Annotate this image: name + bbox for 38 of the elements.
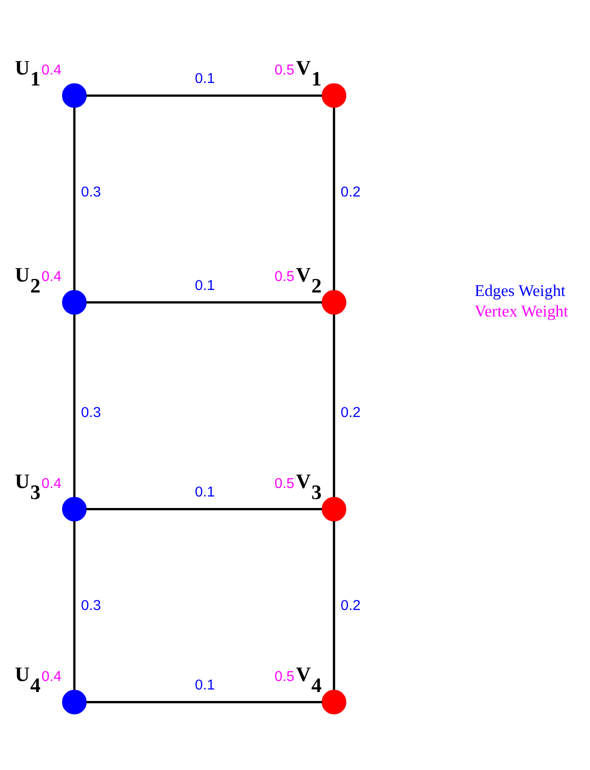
node-label: 0.5 <box>274 668 294 684</box>
connector <box>86 94 322 96</box>
edge-label: 0.3 <box>81 597 101 614</box>
connector <box>73 520 76 690</box>
edge-label: 0.2 <box>340 404 361 421</box>
connector <box>86 300 322 303</box>
node-circle <box>322 496 346 521</box>
edge-label: 0.2 <box>340 184 361 200</box>
edge-label: 0.3 <box>81 404 101 421</box>
node-circle <box>322 82 346 108</box>
node-label: 0.5 <box>274 475 294 492</box>
edge-label: 0.1 <box>194 676 215 693</box>
edge-label: 0.1 <box>194 277 215 294</box>
node-label: 0.5 <box>274 268 294 285</box>
connector <box>332 520 336 690</box>
node-circle <box>62 689 87 714</box>
node-label: 0.4 <box>42 475 62 492</box>
node-circle <box>62 82 87 108</box>
node-circle <box>322 689 346 714</box>
connector <box>73 314 76 497</box>
edge-label: 0.3 <box>81 184 101 200</box>
connector <box>73 107 76 290</box>
connector <box>332 107 336 290</box>
legend-label: Vertex Weight <box>474 301 568 320</box>
legend-label: Edges Weight <box>474 280 566 300</box>
node-label: 0.5 <box>274 62 294 78</box>
connector <box>86 700 322 703</box>
node-circle <box>62 496 87 521</box>
node-label: 0.4 <box>42 62 62 78</box>
edge-label: 0.1 <box>194 70 215 86</box>
node-label: 0.4 <box>42 268 62 285</box>
connector <box>332 314 336 497</box>
edge-label: 0.1 <box>194 484 215 500</box>
node-circle <box>322 290 346 314</box>
node-circle <box>62 290 87 314</box>
edge-label: 0.2 <box>340 597 361 614</box>
node-label: 0.4 <box>42 668 62 684</box>
connector <box>86 508 322 510</box>
